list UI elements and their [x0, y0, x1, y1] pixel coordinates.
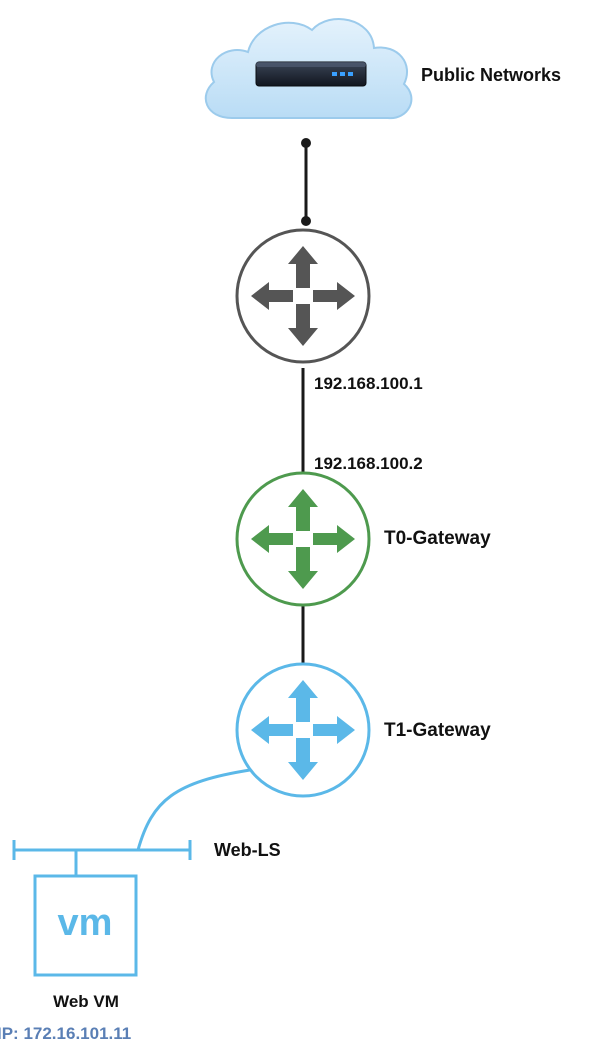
t1-gateway-router-icon	[235, 662, 371, 798]
cloud-icon	[204, 18, 413, 120]
t0-gateway-label: T0-Gateway	[384, 528, 491, 549]
web-ls-segment	[12, 840, 192, 876]
t1-gateway-label: T1-Gateway	[384, 720, 491, 741]
vm-icon-text: vm	[58, 902, 113, 944]
t0-uplink-ip: 192.168.100.2	[314, 454, 423, 473]
upstream-router-icon	[235, 228, 371, 364]
web-vm-name: Web VM	[53, 992, 119, 1011]
t0-gateway-router-icon	[235, 471, 371, 607]
web-vm-ip: IP: 172.16.101.11	[0, 1024, 131, 1041]
t1-to-segment-link	[136, 768, 251, 851]
cloud-link-endpoint-bottom	[301, 216, 311, 226]
cloud-label: Public Networks	[421, 65, 561, 85]
upstream-router-interface-ip: 192.168.100.1	[314, 374, 423, 393]
web-ls-label: Web-LS	[214, 840, 281, 860]
cloud-link-endpoint-top	[301, 138, 311, 148]
vm-icon: vm	[33, 874, 138, 977]
